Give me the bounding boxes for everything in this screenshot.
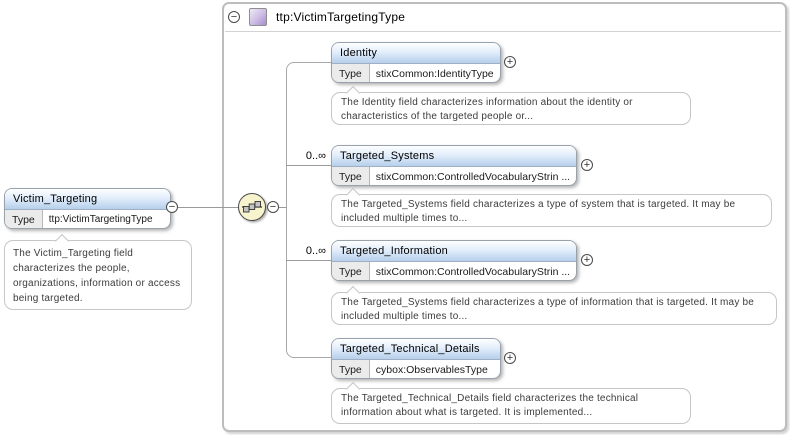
- frame-header-divider: [225, 31, 781, 32]
- element-name: Victim_Targeting: [5, 189, 170, 210]
- expand-icon[interactable]: +: [504, 352, 516, 364]
- occurrence-label: 0..∞: [305, 245, 326, 257]
- type-value: stixCommon:ControlledVocabularyStrin ...: [375, 265, 571, 278]
- type-value: ttp:VictimTargetingType: [48, 214, 153, 225]
- frame-header: − ttp:VictimTargetingType: [228, 6, 405, 28]
- type-label: Type: [332, 360, 370, 378]
- branch-line-bottom: [286, 207, 331, 358]
- annotation-targeted-systems: The Targeted_Systems field characterizes…: [331, 187, 772, 227]
- element-name: Targeted_Systems: [332, 146, 576, 167]
- collapse-icon[interactable]: −: [228, 11, 240, 23]
- element-victim-targeting[interactable]: Victim_Targeting Type ttp:VictimTargetin…: [4, 188, 171, 229]
- collapse-icon[interactable]: −: [166, 201, 178, 213]
- type-label: Type: [332, 262, 370, 280]
- branch-line-top: [286, 62, 331, 207]
- expand-icon[interactable]: +: [581, 159, 593, 171]
- type-label: Type: [5, 210, 43, 228]
- sequence-glyph: [242, 201, 262, 213]
- expand-icon[interactable]: +: [581, 254, 593, 266]
- bubble-tail: [54, 233, 70, 249]
- type-label: Type: [332, 64, 370, 82]
- annotation-victim-targeting: The Victim_Targeting field characterizes…: [4, 233, 192, 310]
- collapse-icon[interactable]: −: [267, 201, 279, 213]
- element-targeted-information[interactable]: Targeted_Information Type stixCommon:Con…: [331, 240, 577, 281]
- occurrence-label: 0..∞: [305, 150, 326, 162]
- frame-title: ttp:VictimTargetingType: [276, 10, 406, 24]
- annotation-targeted-technical-details: The Targeted_Technical_Details field cha…: [331, 381, 691, 424]
- type-value: cybox:ObservablesType: [375, 363, 488, 376]
- element-targeted-systems[interactable]: Targeted_Systems Type stixCommon:Control…: [331, 145, 577, 186]
- type-value: stixCommon:ControlledVocabularyStrin ...: [375, 170, 571, 183]
- sequence-icon[interactable]: [238, 193, 266, 221]
- branch-line-targeted-information: [286, 260, 331, 261]
- annotation-targeted-information: The Targeted_Systems field characterizes…: [331, 285, 777, 325]
- compositor-stub-line: [279, 207, 287, 208]
- element-identity[interactable]: Identity Type stixCommon:IdentityType: [331, 42, 501, 83]
- element-name: Targeted_Information: [332, 241, 576, 262]
- root-connector-line: [172, 207, 240, 208]
- element-name: Identity: [332, 43, 500, 64]
- branch-line-targeted-systems: [286, 165, 331, 166]
- element-targeted-technical-details[interactable]: Targeted_Technical_Details Type cybox:Ob…: [331, 338, 501, 379]
- complex-type-icon: [249, 8, 267, 26]
- annotation-identity: The Identity field characterizes informa…: [331, 85, 691, 125]
- expand-icon[interactable]: +: [504, 56, 516, 68]
- type-label: Type: [332, 167, 370, 185]
- type-value: stixCommon:IdentityType: [375, 67, 494, 80]
- element-name: Targeted_Technical_Details: [332, 339, 500, 360]
